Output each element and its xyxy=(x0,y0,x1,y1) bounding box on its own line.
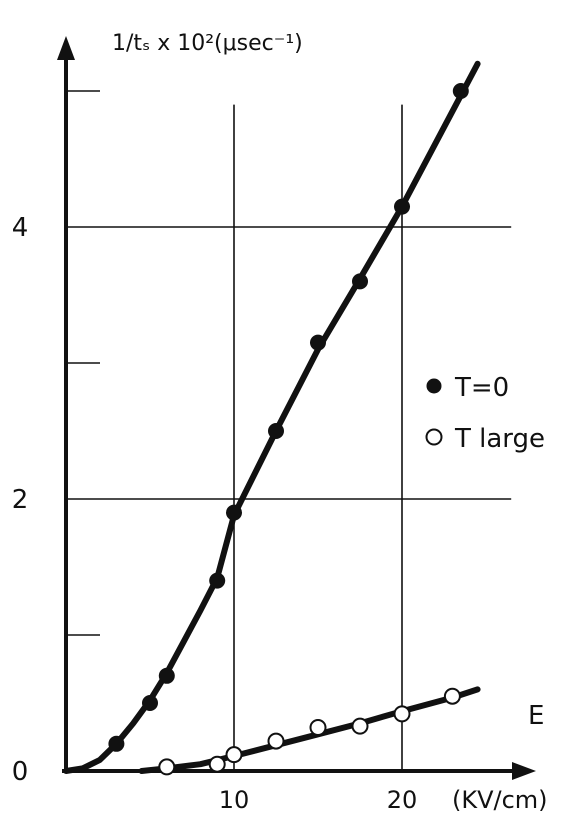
data-point-s1-1 xyxy=(208,755,226,773)
data-point-s1-0 xyxy=(158,758,176,776)
legend-label-tlarge: T large xyxy=(454,424,545,454)
points xyxy=(108,83,469,776)
x-axis-arrow xyxy=(512,762,536,780)
data-point-s1-5 xyxy=(351,717,369,735)
x-axis-label: E xyxy=(528,701,544,731)
grid xyxy=(66,104,512,771)
x-tick-label-10: 10 xyxy=(219,786,250,814)
data-point-s0-3 xyxy=(209,572,226,589)
data-point-s1-3 xyxy=(267,732,285,750)
ticks: 10 20 0 2 4 xyxy=(12,90,418,814)
series-curve-0 xyxy=(63,60,481,774)
legend: T=0 T large xyxy=(425,373,545,454)
data-point-s0-6 xyxy=(310,334,326,351)
curves xyxy=(63,60,481,774)
y-tick-label-0: 0 xyxy=(12,757,29,787)
series-curve-1 xyxy=(138,686,481,774)
data-point-s0-9 xyxy=(452,83,469,99)
y-axis-label: 1/tₛ x 10²(μsec⁻¹) xyxy=(112,31,303,56)
data-point-s0-1 xyxy=(142,695,158,711)
data-point-s0-5 xyxy=(268,423,284,439)
data-point-s1-4 xyxy=(309,718,327,736)
x-axis-unit: (KV/cm) xyxy=(452,786,548,814)
data-point-s1-7 xyxy=(443,687,461,705)
y-axis-arrow xyxy=(57,36,75,60)
x-tick-label-20: 20 xyxy=(387,786,418,814)
data-point-s1-2 xyxy=(225,746,243,764)
y-tick-label-4: 4 xyxy=(12,213,29,243)
y-tick-label-2: 2 xyxy=(12,485,29,515)
data-point-s0-7 xyxy=(352,273,368,290)
legend-marker-t0 xyxy=(426,378,442,394)
axes xyxy=(57,36,536,780)
data-point-s0-2 xyxy=(158,667,175,684)
data-point-s1-6 xyxy=(393,705,411,723)
legend-marker-tlarge xyxy=(425,428,443,446)
data-point-s0-8 xyxy=(394,198,410,215)
data-point-s0-4 xyxy=(226,504,242,521)
legend-label-t0: T=0 xyxy=(454,373,509,403)
data-point-s0-0 xyxy=(108,735,125,752)
